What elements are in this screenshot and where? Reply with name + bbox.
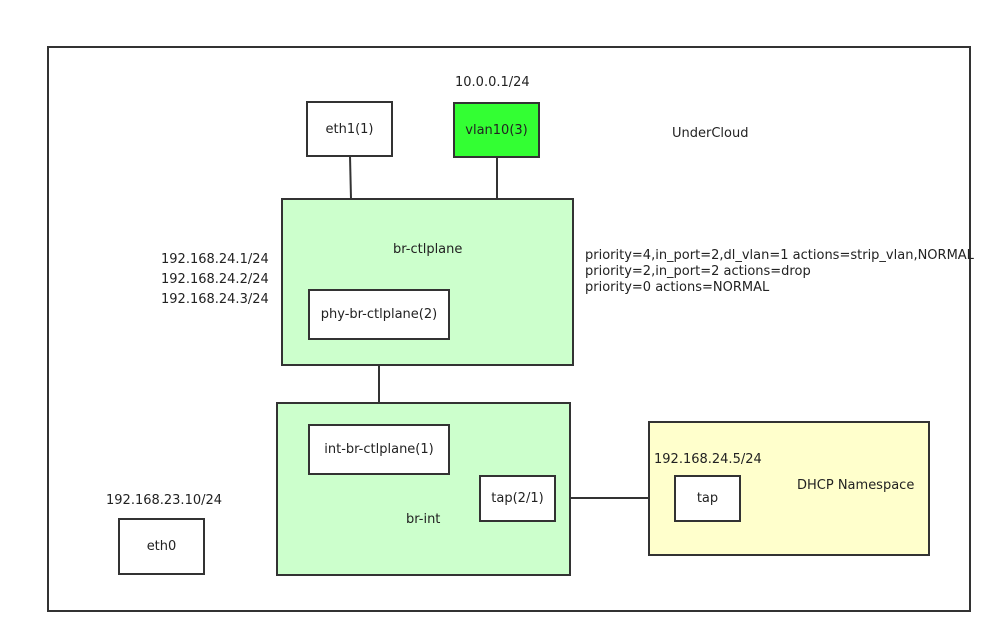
br-ctlplane-label: br-ctlplane	[393, 242, 463, 257]
tap-int-port-label: tap(2/1)	[491, 491, 544, 506]
eth1-port[interactable]: eth1(1)	[306, 101, 393, 157]
undercloud-frame	[47, 46, 971, 612]
vlan10-port-label: vlan10(3)	[465, 122, 528, 138]
eth1-port-label: eth1(1)	[325, 121, 374, 137]
vlan10-port[interactable]: vlan10(3)	[453, 102, 540, 158]
tap-ns-port-label: tap	[696, 491, 719, 506]
dhcp-namespace-label: DHCP Namespace	[797, 478, 915, 493]
br-int-label: br-int	[406, 512, 441, 527]
flow-rule-1: priority=4,in_port=2,dl_vlan=1 actions=s…	[585, 248, 974, 263]
wire-eth1-br-ctlplane	[349, 155, 352, 200]
eth0-port-label: eth0	[146, 539, 177, 554]
flow-rule-2: priority=2,in_port=2 actions=drop	[585, 264, 811, 279]
ctlplane-ip-3: 192.168.24.3/24	[161, 292, 269, 307]
dhcp-ip-label: 192.168.24.5/24	[654, 452, 762, 467]
undercloud-label: UnderCloud	[672, 126, 749, 141]
eth0-port[interactable]: eth0	[118, 518, 205, 575]
vlan-ip-label: 10.0.0.1/24	[455, 75, 530, 90]
tap-int-port[interactable]: tap(2/1)	[479, 475, 556, 522]
tap-ns-port[interactable]: tap	[674, 475, 741, 522]
phy-br-ctlplane-label: phy-br-ctlplane(2)	[320, 307, 438, 322]
int-br-ctlplane-port[interactable]: int-br-ctlplane(1)	[308, 424, 450, 475]
br-ctlplane-bridge[interactable]	[281, 198, 574, 366]
int-br-ctlplane-label: int-br-ctlplane(1)	[324, 442, 434, 457]
flow-rule-3: priority=0 actions=NORMAL	[585, 280, 770, 295]
ctlplane-ip-1: 192.168.24.1/24	[161, 252, 269, 267]
eth0-ip-label: 192.168.23.10/24	[106, 493, 223, 508]
phy-br-ctlplane-port[interactable]: phy-br-ctlplane(2)	[308, 289, 450, 340]
ctlplane-ip-2: 192.168.24.2/24	[161, 272, 269, 287]
